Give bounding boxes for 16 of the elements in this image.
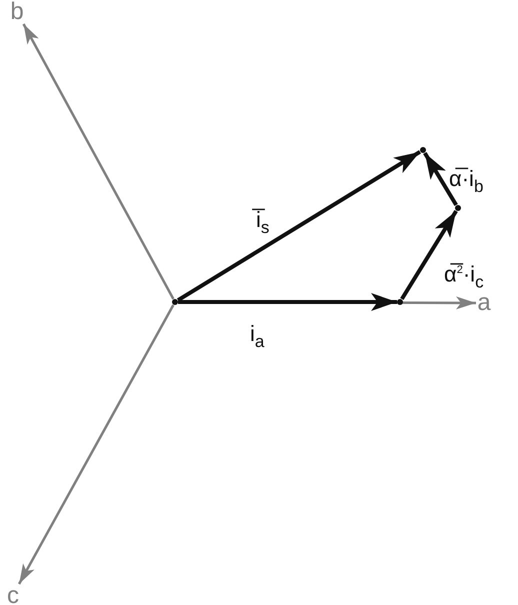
vector-arrow xyxy=(423,152,458,206)
axis-label: b xyxy=(8,0,26,24)
vector-point xyxy=(172,299,178,305)
axis-label: c xyxy=(5,584,21,605)
axis-arrow xyxy=(18,304,174,585)
edge-label: α̅$^{2}$·i$_{c}$ xyxy=(444,260,484,294)
vector-arrow xyxy=(176,150,422,302)
axis-arrow xyxy=(22,23,174,300)
vector-arrow xyxy=(178,293,397,311)
edge-label: i$_{a}$ xyxy=(250,322,264,353)
edge-label: α̅·i$_{b}$ xyxy=(449,167,484,198)
vector-arrow xyxy=(400,210,458,300)
vector-point xyxy=(455,205,461,211)
axis-label: a xyxy=(476,291,492,315)
vector-point xyxy=(420,147,426,153)
vector-point xyxy=(397,299,403,305)
